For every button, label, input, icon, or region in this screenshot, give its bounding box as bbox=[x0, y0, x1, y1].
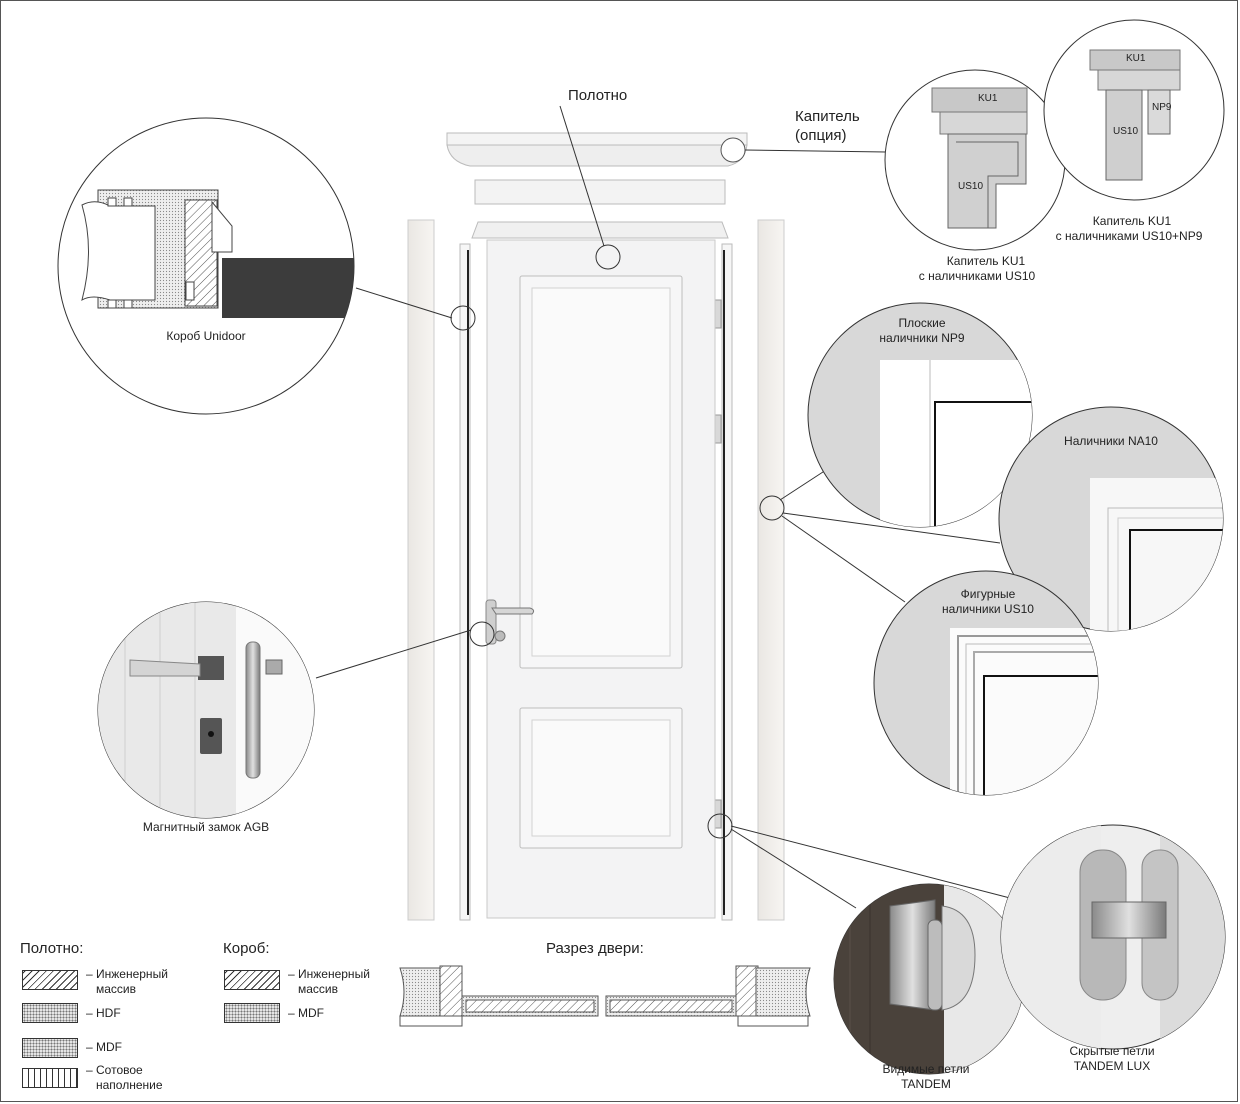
legend-box-title: Короб: bbox=[223, 940, 270, 957]
label-tandem-lux-line1: Скрытые петли bbox=[1069, 1044, 1155, 1058]
magnetic-lock-detail bbox=[97, 601, 315, 819]
label-ku1-us10-np9-line1: Капитель KU1 bbox=[1092, 214, 1172, 228]
swatch-box-mdf bbox=[224, 1003, 280, 1023]
hidden-hinges-tandem-lux-detail bbox=[1000, 824, 1226, 1050]
label-capital: Капитель bbox=[795, 108, 860, 125]
section-title: Разрез двери: bbox=[546, 940, 644, 957]
leader-lines bbox=[315, 105, 1011, 909]
label-tandem-line1: Видимые петли bbox=[882, 1062, 970, 1076]
label-korob-unidoor: Короб Unidoor bbox=[166, 329, 246, 343]
label-ku1-us10-np9-line2: с наличниками US10+NP9 bbox=[1055, 229, 1203, 243]
door-leaf bbox=[486, 239, 716, 919]
label-tandem-lux-line2: TANDEM LUX bbox=[1073, 1059, 1151, 1073]
legend-box-item-1b: массив bbox=[298, 982, 339, 996]
legend-box-item-2: – MDF bbox=[288, 1006, 324, 1020]
capital-ku1-us10-detail bbox=[884, 69, 1066, 251]
legend-leaf-title: Полотно: bbox=[20, 940, 84, 957]
left-casing bbox=[407, 219, 435, 921]
label-ku1-us10-line1: Капитель KU1 bbox=[946, 254, 1026, 268]
swatch-box-engineered-wood bbox=[224, 970, 280, 990]
right-casing bbox=[757, 219, 785, 921]
label-tandem-line2: TANDEM bbox=[901, 1077, 951, 1091]
label-capital-option: (опция) bbox=[795, 127, 847, 144]
label-us10-line2: наличники US10 bbox=[942, 602, 1034, 616]
left-jamb bbox=[459, 243, 471, 921]
capital-ku1-us10-np9-detail bbox=[1043, 19, 1225, 201]
label-ku1-us10-line2: с наличниками US10 bbox=[918, 269, 1036, 283]
right-jamb bbox=[721, 243, 733, 921]
label-magnetic-lock: Магнитный замок AGB bbox=[142, 820, 270, 834]
label-np9-line1: Плоские bbox=[898, 316, 946, 330]
code-ku1: KU1 bbox=[978, 93, 998, 104]
swatch-hdf bbox=[22, 1003, 78, 1023]
swatch-honeycomb bbox=[22, 1068, 78, 1088]
swatch-engineered-wood bbox=[22, 970, 78, 990]
legend-leaf-item-1: – Инженерный bbox=[86, 967, 168, 981]
code-us10-b: US10 bbox=[1113, 126, 1139, 137]
label-leaf: Полотно bbox=[568, 87, 628, 104]
legend-leaf-item-4: – Сотовое bbox=[86, 1063, 143, 1077]
code-ku1-b: KU1 bbox=[1126, 53, 1146, 64]
legend-box-item-1: – Инженерный bbox=[288, 967, 370, 981]
korob-unidoor-detail bbox=[57, 117, 355, 415]
door-cross-section bbox=[399, 965, 811, 1027]
label-na10: Наличники NA10 bbox=[1064, 434, 1158, 448]
visible-hinges-tandem-detail bbox=[833, 883, 1025, 1075]
cornice-capital bbox=[446, 132, 748, 167]
label-np9-line2: наличники NP9 bbox=[879, 331, 965, 345]
code-us10: US10 bbox=[958, 181, 984, 192]
legend-leaf-item-3: – MDF bbox=[86, 1040, 122, 1054]
legend-leaf-item-1b: массив bbox=[96, 982, 137, 996]
top-casing bbox=[471, 221, 729, 239]
code-np9: NP9 bbox=[1152, 102, 1172, 113]
legend-leaf-item-2: – HDF bbox=[86, 1006, 121, 1020]
frieze-board bbox=[474, 179, 726, 205]
label-us10-line1: Фигурные bbox=[960, 587, 1016, 601]
legend-leaf-item-4b: наполнение bbox=[96, 1078, 163, 1092]
swatch-mdf bbox=[22, 1038, 78, 1058]
